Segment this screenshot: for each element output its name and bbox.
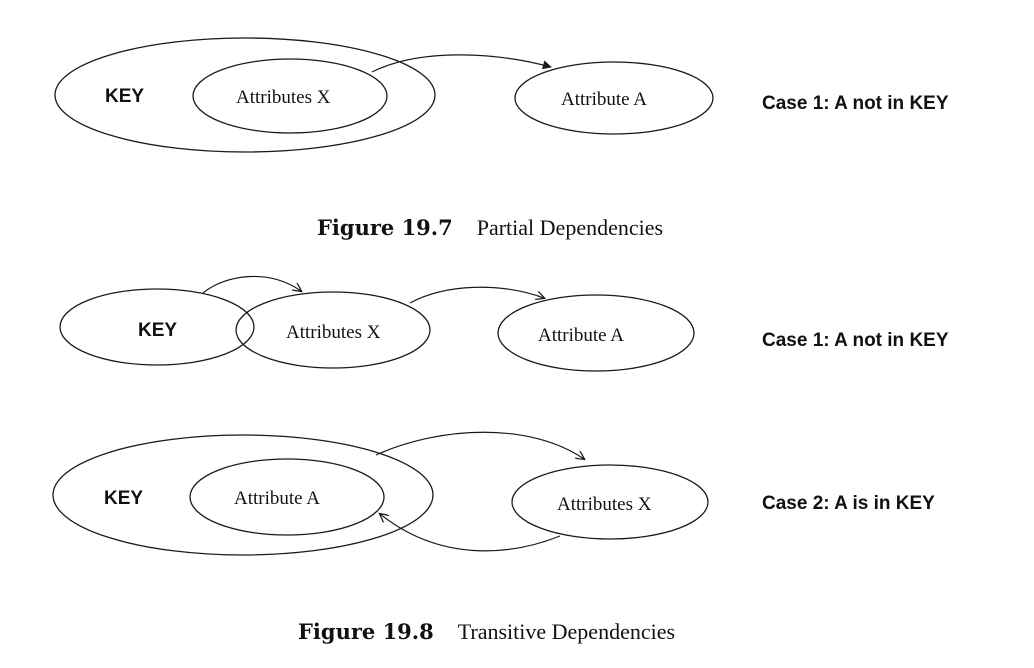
case-label: Case 1: A not in KEY [762,93,949,114]
x-to-a-arrow [380,514,561,552]
case-label: Case 2: A is in KEY [762,493,935,514]
attribute-a-label: Attribute A [538,325,624,346]
caption-title: Transitive Dependencies [458,619,675,644]
attribute-a-label: Attribute A [234,488,320,509]
attribute-a-ellipse [514,61,714,135]
key-ellipse [59,288,255,366]
key-to-x-arrow [202,275,301,294]
key-to-x-arrow [375,431,584,459]
figure-caption: Figure 19.8 Transitive Dependencies [298,619,675,644]
attributes-x-ellipse [511,464,709,540]
attributes-x-label: Attributes X [286,322,381,343]
key-ellipse [52,434,434,556]
key-label: KEY [104,488,143,509]
caption-number: Figure 19.8 [298,619,434,644]
key-label: KEY [105,86,144,107]
figure-19-8-case-2: KEY Attribute A Attributes X Case 2: A i… [52,431,935,644]
attribute-a-ellipse [497,294,695,372]
figure-caption: Figure 19.7 Partial Dependencies [317,215,663,240]
caption-title: Partial Dependencies [477,215,663,240]
figure-19-7: KEY Attributes X Attribute A Case 1: A n… [54,37,949,240]
case-label: Case 1: A not in KEY [762,330,949,351]
x-to-a-arrow [409,286,544,304]
key-label: KEY [138,320,177,341]
attributes-x-label: Attributes X [236,87,331,108]
dependency-arrow [371,54,552,73]
attributes-x-label: Attributes X [557,494,652,515]
key-ellipse [54,37,436,153]
caption-number: Figure 19.7 [317,215,453,240]
attribute-a-ellipse [189,458,385,536]
figure-19-8-case-1: KEY Attributes X Attribute A Case 1: A n… [59,275,949,372]
attributes-x-ellipse [192,58,388,134]
attributes-x-ellipse [235,291,431,369]
attribute-a-label: Attribute A [561,89,647,110]
